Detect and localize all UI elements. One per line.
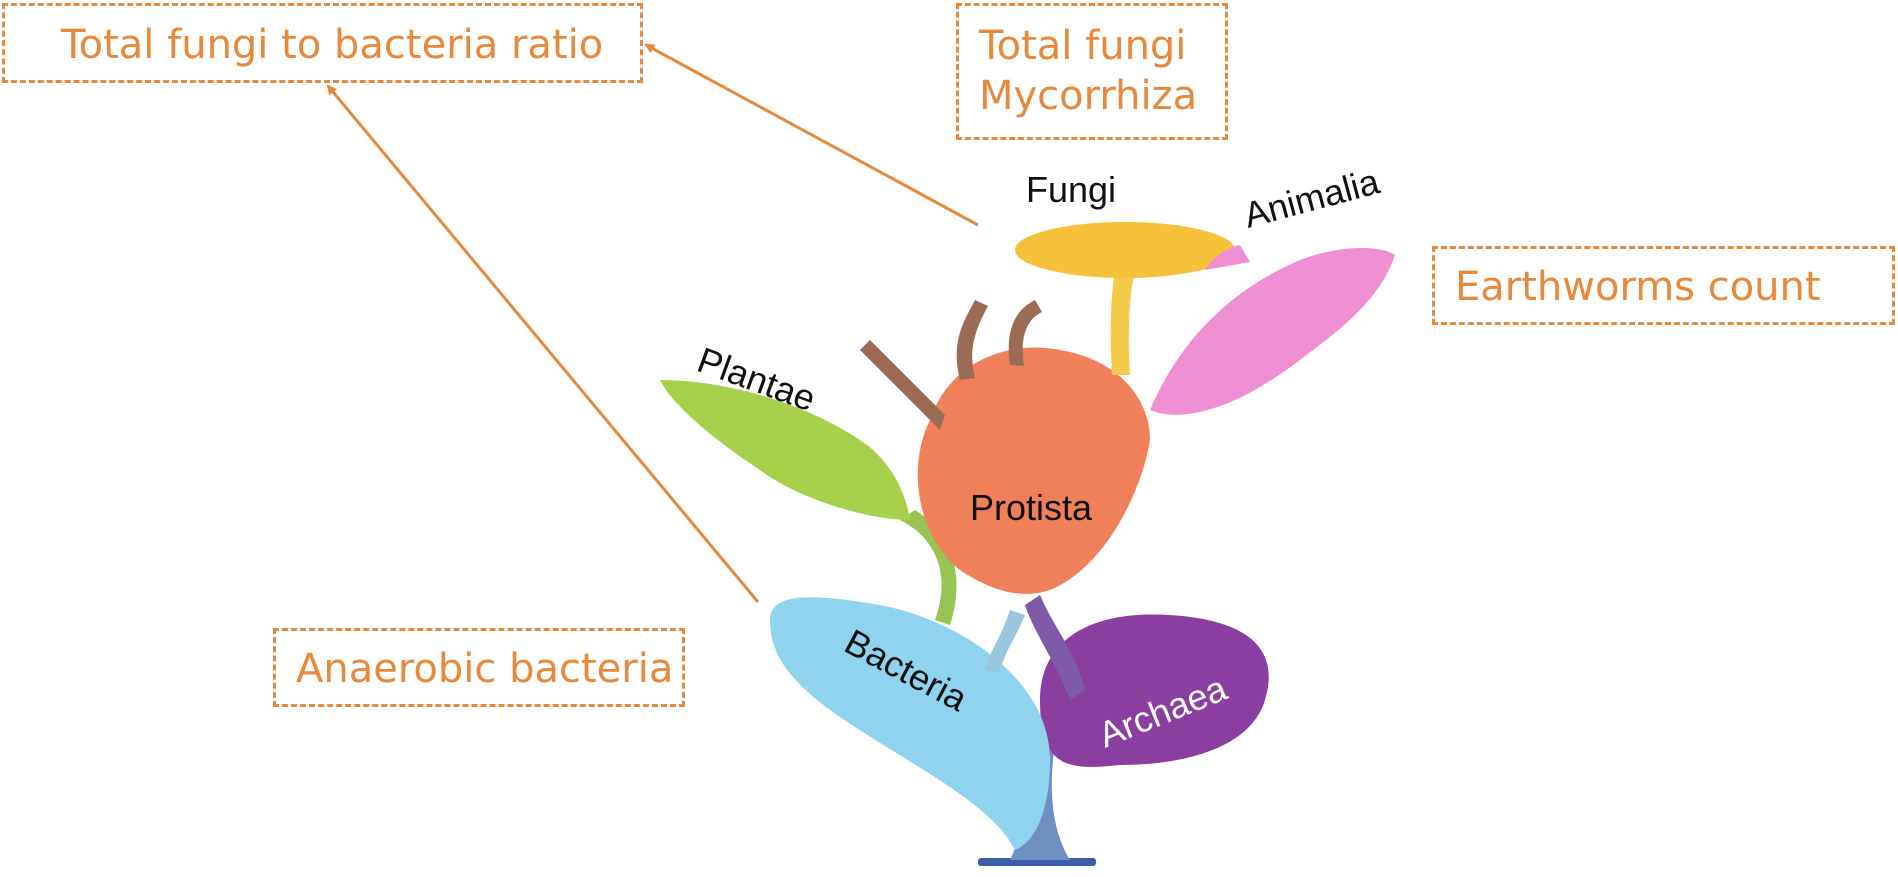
protista-shape (918, 348, 1150, 594)
arrow-bacteria-to-ratio (328, 86, 758, 602)
arrow-fungi-to-ratio (646, 45, 978, 225)
callout-anaerobic-text: Anaerobic bacteria (296, 646, 673, 692)
fungi-cap (1015, 222, 1235, 278)
callout-earthworms-count: Earthworms count (1432, 246, 1895, 325)
callout-earthworms-text: Earthworms count (1455, 264, 1821, 310)
callout-anaerobic-bacteria: Anaerobic bacteria (273, 628, 685, 707)
callout-fungi-line1: Total fungi (979, 21, 1203, 71)
callout-fungi-line2: Mycorrhiza (979, 71, 1203, 121)
animalia-label: Animalia (1239, 160, 1384, 236)
callout-ratio-text: Total fungi to bacteria ratio (61, 22, 603, 68)
callout-total-fungi: Total fungi Mycorrhiza (956, 3, 1228, 140)
fungi-stalk (1111, 270, 1135, 375)
bacteria-stem (985, 610, 1025, 672)
callout-fungi-bacteria-ratio: Total fungi to bacteria ratio (2, 3, 643, 83)
protista-label: Protista (970, 487, 1093, 528)
fungi-label: Fungi (1026, 169, 1116, 210)
